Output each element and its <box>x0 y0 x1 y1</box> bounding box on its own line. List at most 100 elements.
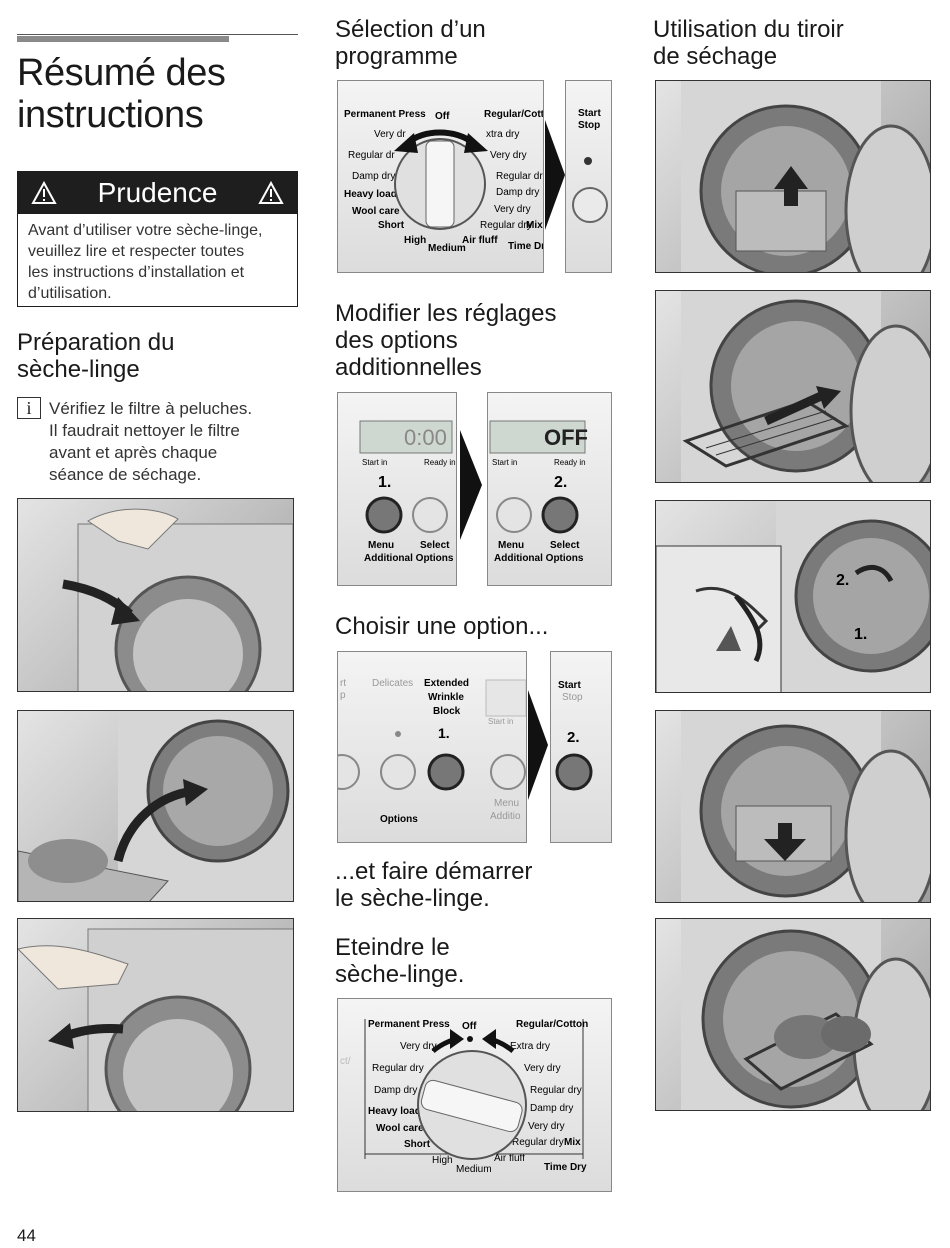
dial-label: Damp dry <box>530 1103 573 1114</box>
dial-label: Permanent Press <box>368 1019 450 1030</box>
start-button[interactable] <box>555 753 593 791</box>
svg-text:Menu: Menu <box>494 798 519 809</box>
arrow-right-icon <box>528 690 548 800</box>
svg-text:Start in: Start in <box>488 717 513 726</box>
prep-heading: Préparation du sèche-linge <box>17 329 175 383</box>
photo-rack-remove-filter <box>655 80 931 273</box>
step-number: 1. <box>378 474 391 491</box>
dial-label: Time Dry <box>544 1162 587 1173</box>
page-title-line2: instructions <box>17 94 204 136</box>
status-display: OFF <box>544 425 588 450</box>
stop-label: Stop <box>562 692 583 703</box>
arrow-icon <box>816 386 841 409</box>
dial-label: Regular dr <box>348 150 395 161</box>
warning-title: Prudence <box>97 177 218 208</box>
photo-rack-drawer <box>655 710 931 903</box>
dial-label: Medium <box>428 243 466 254</box>
dial-label: Short <box>378 220 405 231</box>
dial-label: Permanent Press <box>344 109 426 120</box>
dial-label: Short <box>404 1139 431 1150</box>
dial-label: Very dry <box>528 1121 565 1132</box>
dial-label: Heavy load <box>368 1106 421 1117</box>
program-dial-knob[interactable] <box>417 1050 527 1160</box>
dial-label: Air fluff <box>462 235 498 246</box>
step-number: 1. <box>438 725 450 741</box>
dial-label: Mix <box>526 220 543 231</box>
additional-options-label: Additional Options <box>494 553 584 564</box>
dial-label: Very dry <box>490 150 527 161</box>
photo-open-door <box>17 498 294 692</box>
menu-label: Menu <box>368 540 394 551</box>
delicates-label: Delicates <box>372 678 413 689</box>
page-title: Résumé des instructions <box>17 52 226 136</box>
warning-icon <box>31 181 57 204</box>
dial-label: Very dry <box>494 204 531 215</box>
rotate-arrow-icon <box>854 564 894 583</box>
arrow-right-icon <box>545 120 565 230</box>
options-panel-step1: 0:00 Start in Ready in 1. Menu Select Ad… <box>337 392 457 586</box>
ready-in-label: Ready in <box>554 458 586 467</box>
dial-label: Wool care <box>376 1123 424 1134</box>
photo-close-door <box>17 918 294 1112</box>
arrow-up-icon <box>774 166 808 206</box>
dial-label: Medium <box>456 1164 492 1175</box>
svg-text:ct/: ct/ <box>340 1056 351 1067</box>
dial-label: Very dr <box>374 129 406 140</box>
arrow-right-icon <box>460 430 482 540</box>
step-number: 2. <box>554 474 567 491</box>
start-in-label: Start in <box>362 458 387 467</box>
program-heading: Sélection d’un programme <box>335 16 486 70</box>
options-heading: Modifier les réglages des options additi… <box>335 300 557 381</box>
menu-button[interactable] <box>490 754 526 790</box>
dial-label: Very dry <box>524 1063 561 1074</box>
start-heading: ...et faire démarrer le sèche-linge. <box>335 858 533 912</box>
options-button[interactable] <box>380 754 416 790</box>
dial-label: Heavy load <box>344 189 397 200</box>
dial-label: Wool care <box>352 206 400 217</box>
option-label-block: Block <box>433 706 461 717</box>
photo-rack-lock: 2. 1. <box>655 500 931 693</box>
dial-label: Damp dry <box>496 187 539 198</box>
start-panel: Start Stop 2. <box>550 651 612 843</box>
program-dial-knob[interactable] <box>394 138 486 230</box>
dial-label: Extra dry <box>510 1041 550 1052</box>
step-number: 2. <box>567 729 580 746</box>
dial-label: High <box>432 1155 453 1166</box>
additional-options-label: Additional Options <box>364 553 454 564</box>
warning-icon <box>258 181 284 204</box>
warning-header: Prudence <box>17 171 298 214</box>
top-rule-accent <box>17 36 229 42</box>
dial-label: Air fluff <box>494 1153 525 1164</box>
dial-label: High <box>404 235 426 246</box>
warning-text: Avant d’utiliser votre sèche-linge, veui… <box>17 214 298 307</box>
dial-label: Regular dry <box>496 171 544 182</box>
program-dial-panel: Permanent Press Off Regular/Cotton Very … <box>337 80 544 273</box>
dial-label: Regular dry <box>480 220 532 231</box>
menu-button[interactable] <box>365 496 403 534</box>
off-dial-panel: ct/ Permanent Press Off Regular/Cotton V… <box>337 998 612 1192</box>
option-button-partial[interactable] <box>338 754 360 790</box>
menu-button[interactable] <box>496 497 532 533</box>
select-button[interactable] <box>412 497 448 533</box>
dial-label: Off <box>435 111 450 122</box>
svg-text:rt: rt <box>340 678 346 689</box>
menu-label: Menu <box>498 540 524 551</box>
dial-label: Regular dry <box>372 1063 424 1074</box>
dial-label: xtra dry <box>486 129 519 140</box>
prep-text: Vérifiez le filtre à peluches. Il faudra… <box>49 399 253 484</box>
options-panel-step2: OFF Start in Ready in 2. Menu Select Add… <box>487 392 612 586</box>
start-label: Start <box>558 680 581 691</box>
dial-label: Very dry <box>400 1041 437 1052</box>
select-label: Select <box>420 540 450 551</box>
page-title-line1: Résumé des <box>17 52 226 94</box>
rack-heading: Utilisation du tiroir de séchage <box>653 16 844 70</box>
option-label-extended: Extended <box>424 678 469 689</box>
select-button[interactable] <box>541 496 579 534</box>
extended-wrinkle-block-button[interactable] <box>427 753 465 791</box>
photo-rack-with-shoes <box>655 918 931 1111</box>
start-label: Start <box>578 108 601 119</box>
stop-label: Stop <box>578 120 600 131</box>
indicator-light-icon <box>584 157 592 165</box>
ready-in-label: Ready in <box>424 458 456 467</box>
start-button[interactable] <box>572 187 608 223</box>
